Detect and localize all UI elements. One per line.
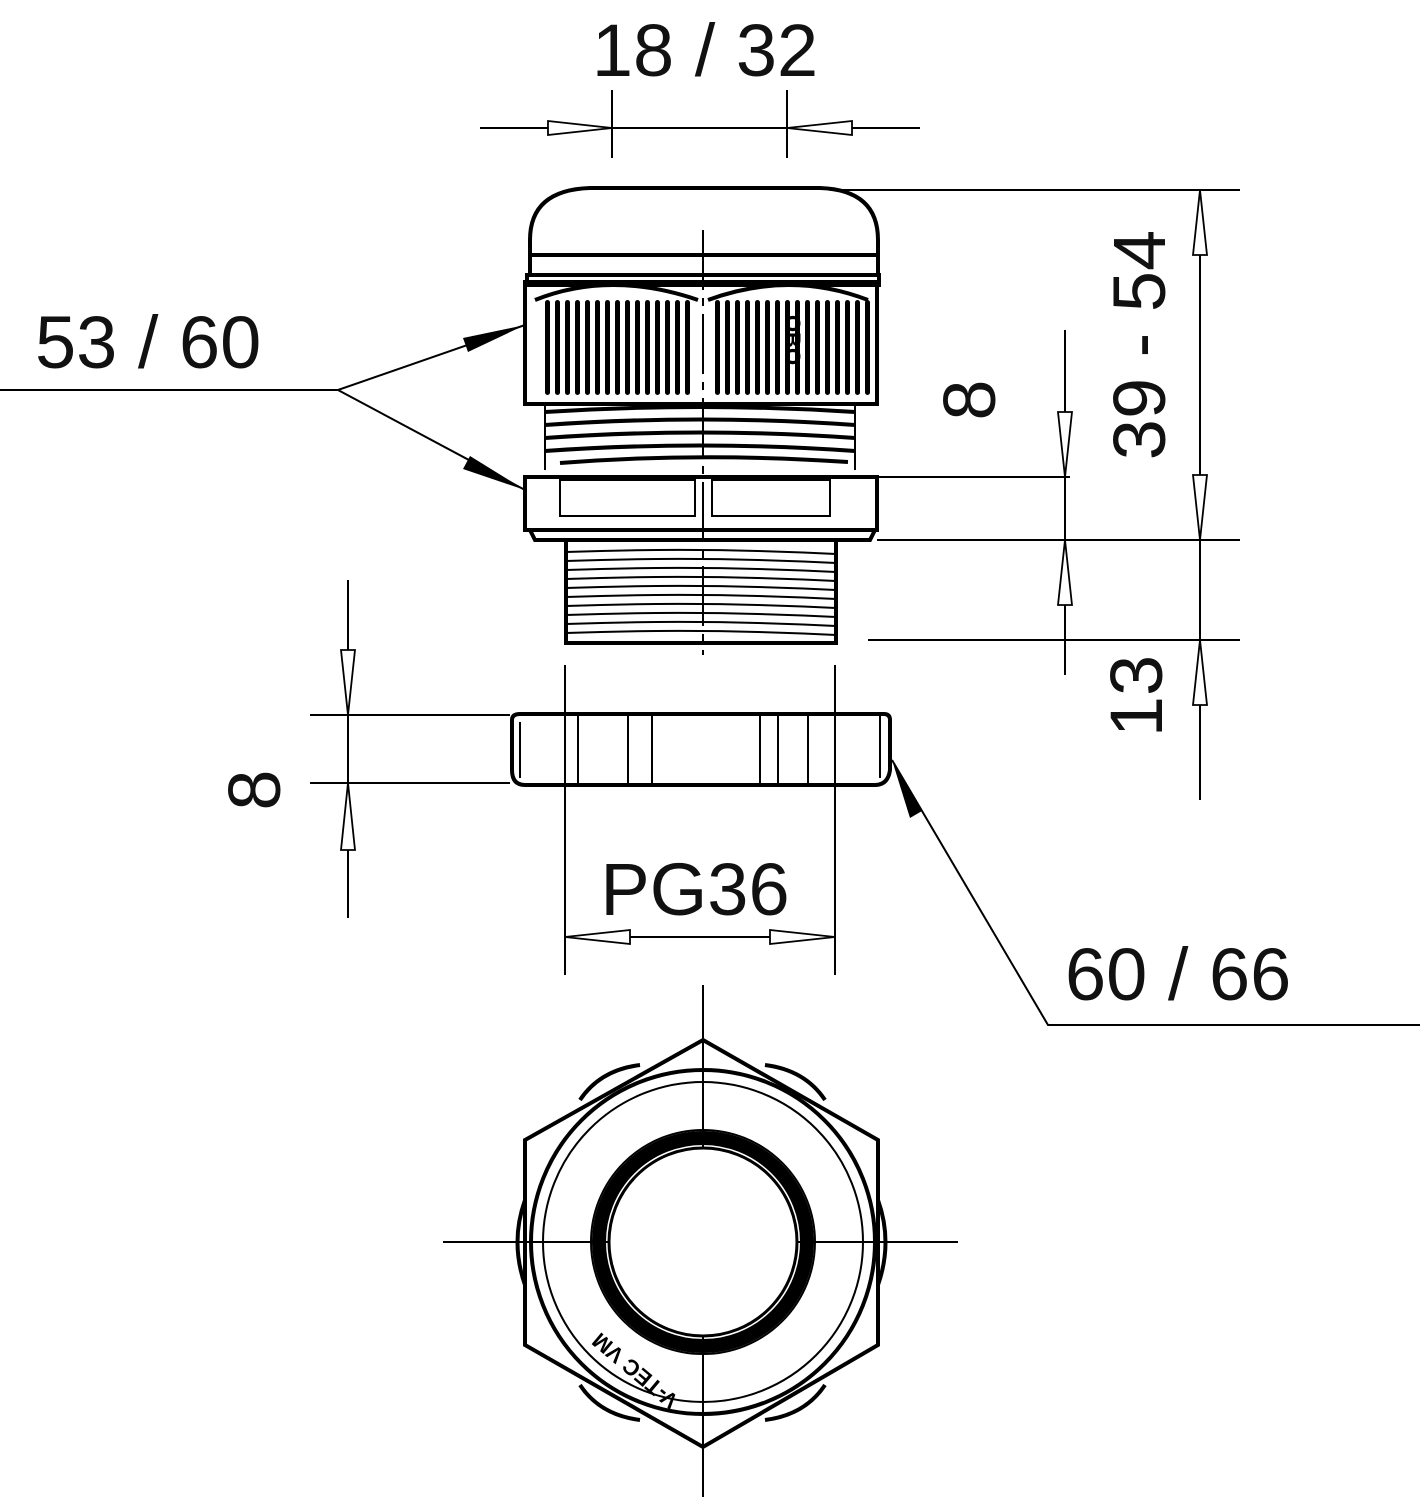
thread-line	[565, 575, 837, 582]
label-thread-length: 13	[1095, 655, 1178, 737]
grip-rib	[805, 300, 810, 395]
grip-rib	[855, 300, 860, 395]
thread-line	[565, 548, 837, 555]
grip-rib	[775, 300, 780, 395]
dimension-locknut-hex: 60 / 66	[891, 759, 1420, 1026]
grip-rib	[865, 300, 870, 395]
grip-rib	[635, 300, 640, 395]
label-total-height: 39 - 54	[1098, 230, 1181, 460]
grip-rib	[605, 300, 610, 395]
grip-rib	[815, 300, 820, 395]
grip-rib	[565, 300, 570, 395]
grip-rib	[765, 300, 770, 395]
label-nut-height-upper: 8	[928, 379, 1011, 420]
thread-line	[565, 557, 837, 564]
grip-rib	[675, 300, 680, 395]
grip-rib	[745, 300, 750, 395]
grip-rib	[645, 300, 650, 395]
dimension-right: 39 - 54 8 13	[830, 189, 1240, 800]
gland-top-view: V-TEC VM	[443, 985, 958, 1497]
thread-line	[565, 566, 837, 573]
label-cap-hex: 53 / 60	[35, 301, 261, 384]
grip-rib	[545, 300, 550, 395]
label-locknut-hex: 60 / 66	[1065, 933, 1291, 1016]
grip-rib	[625, 300, 630, 395]
grip-rib	[795, 300, 800, 395]
grip-rib	[725, 300, 730, 395]
cap-embossed-obo: OBO	[780, 315, 805, 365]
dimension-top-width: 18 / 32	[480, 9, 920, 158]
grip-rib	[755, 300, 760, 395]
grip-rib	[665, 300, 670, 395]
grip-rib	[655, 300, 660, 395]
grip-rib	[785, 300, 790, 395]
dimension-cap-hex: 53 / 60	[0, 301, 526, 491]
thread-line	[565, 593, 837, 600]
gland-side-view: OBO	[523, 186, 881, 655]
thread-line	[565, 584, 837, 591]
grip-rib	[615, 300, 620, 395]
grip-rib	[585, 300, 590, 395]
thread-line	[565, 602, 837, 609]
grip-rib	[555, 300, 560, 395]
grip-rib	[595, 300, 600, 395]
grip-rib	[835, 300, 840, 395]
label-top-width: 18 / 32	[592, 9, 818, 92]
grip-rib	[845, 300, 850, 395]
label-thread-size: PG36	[600, 848, 789, 931]
thread-line	[565, 620, 837, 627]
threads-upper	[544, 405, 856, 470]
grip-rib	[735, 300, 740, 395]
grip-rib	[685, 300, 690, 395]
grip-rib	[575, 300, 580, 395]
locknut-side-view: 8	[213, 580, 892, 918]
grip-rib	[825, 300, 830, 395]
dimension-thread-size: PG36	[564, 665, 836, 975]
grip-rib	[715, 300, 720, 395]
thread-line	[565, 629, 837, 636]
thread-line	[565, 611, 837, 618]
label-nut-height-lower: 8	[213, 769, 296, 810]
